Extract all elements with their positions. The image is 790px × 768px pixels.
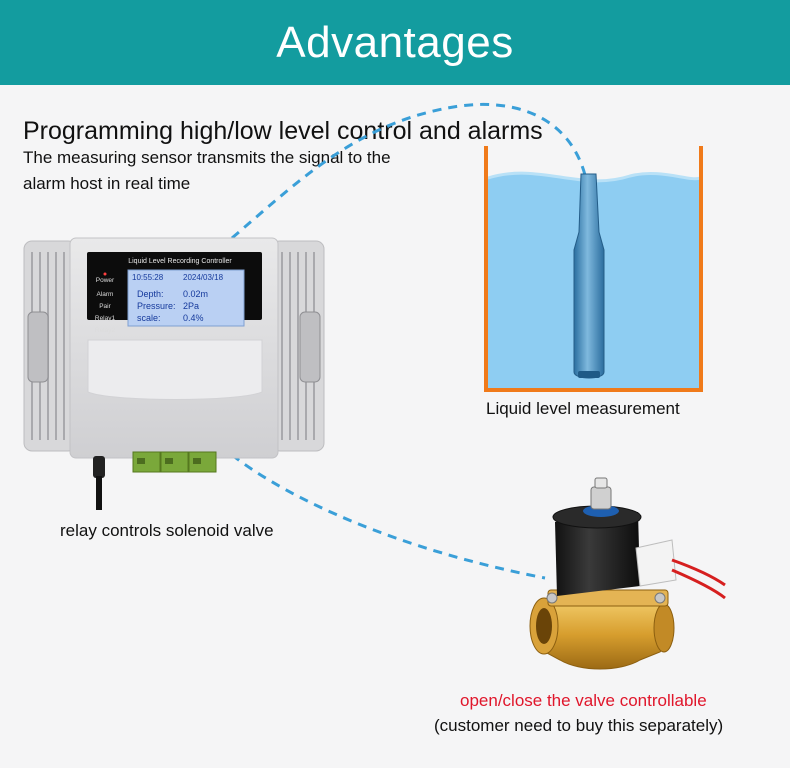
description-line-1: The measuring sensor transmits the signa… xyxy=(23,148,391,167)
caption-valve-control: open/close the valve controllable xyxy=(460,691,707,710)
controller-device xyxy=(23,237,325,510)
lcd-depth-value: 0.02m xyxy=(183,289,209,299)
caption-relay: relay controls solenoid valve xyxy=(60,521,274,540)
caption-level-measurement: Liquid level measurement xyxy=(486,399,680,418)
section-heading: Programming high/low level control and a… xyxy=(23,117,543,145)
lcd-scale-label: scale: xyxy=(137,313,161,323)
indicator-relay2: Relay2 xyxy=(94,327,116,334)
level-sensor-probe xyxy=(573,173,605,379)
banner-title: Advantages xyxy=(276,17,514,67)
controller-title: Liquid Level Recording Controller xyxy=(128,258,232,265)
signal-line-sensor xyxy=(231,102,587,240)
solenoid-valve xyxy=(529,477,726,670)
indicator-relay1: Relay1 xyxy=(94,315,116,322)
description-line-2: alarm host in real time xyxy=(23,174,191,193)
indicator-alarm: Alarm xyxy=(96,291,114,298)
signal-line-valve xyxy=(231,453,546,580)
lcd-scale-value: 0.4% xyxy=(183,313,204,323)
caption-buy-separately: (customer need to buy this separately) xyxy=(434,716,724,735)
lcd-pressure-label: Pressure: xyxy=(137,301,176,311)
indicator-power: Power xyxy=(95,277,115,284)
lcd-pressure-value: 2Pa xyxy=(183,301,200,311)
header-banner: Advantages xyxy=(0,0,790,85)
lcd-date: 2024/03/18 xyxy=(183,273,224,282)
lcd-depth-label: Depth: xyxy=(137,289,164,299)
lcd-time: 10:55:28 xyxy=(132,273,164,282)
indicator-pair: Pair xyxy=(99,303,111,310)
